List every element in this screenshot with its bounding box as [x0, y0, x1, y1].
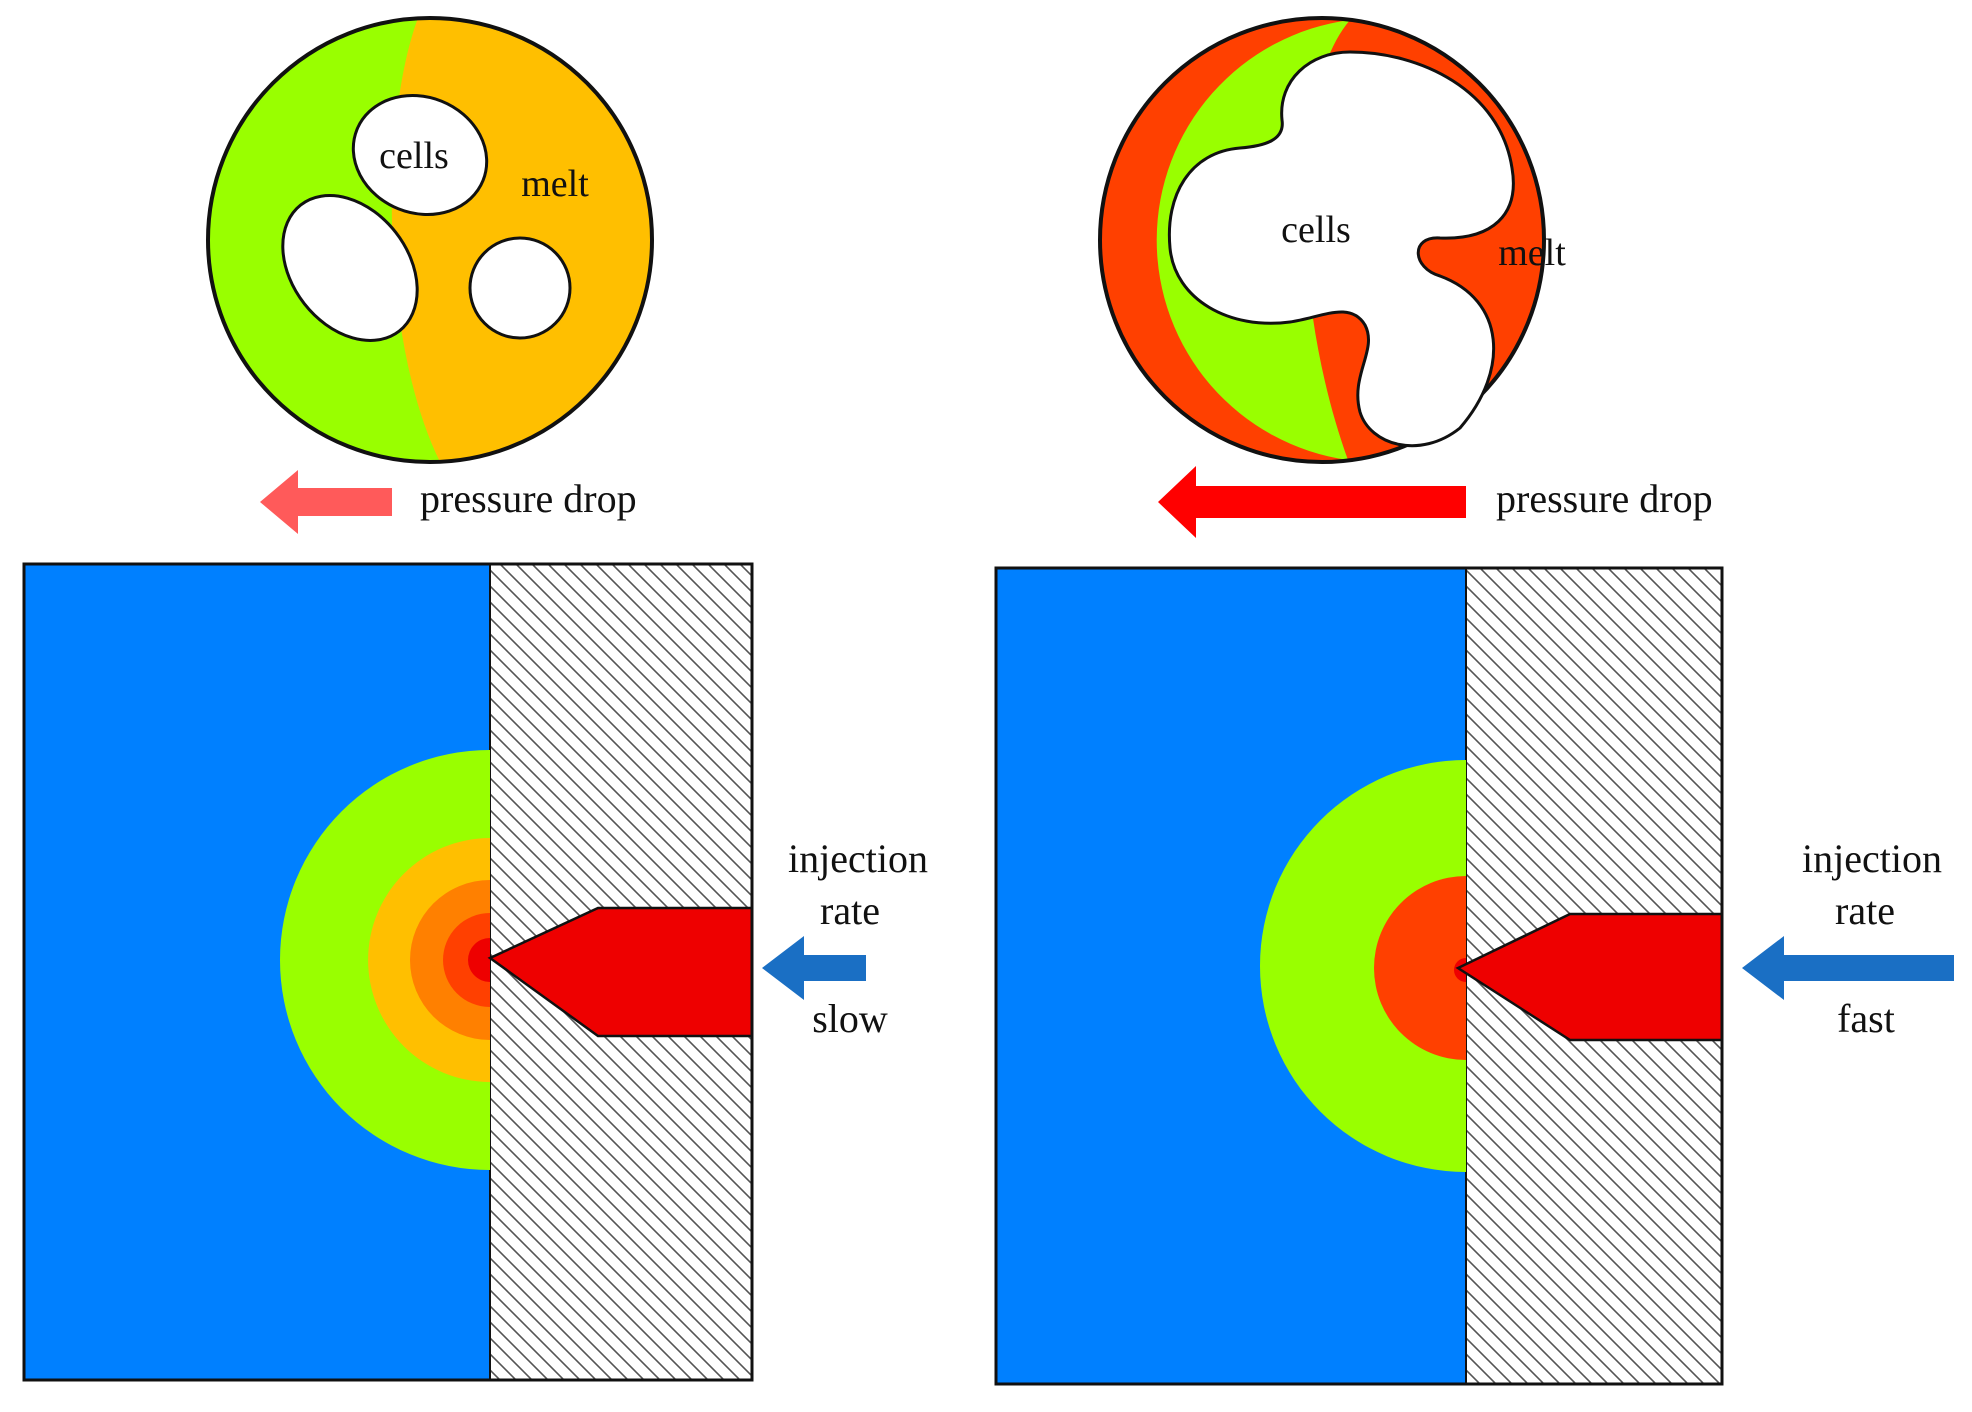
- injection-label-fast-line1: injection: [1802, 836, 1942, 881]
- bubble-fast-cells-label: cells: [1281, 209, 1351, 251]
- injection-arrow-slow: [762, 936, 866, 1000]
- bubble-slow-outline: [206, 16, 654, 464]
- bubble-slow-cells-label: cells: [379, 135, 449, 177]
- injection-arrow-fast: [1742, 936, 1954, 1000]
- mold-fast: [994, 566, 1724, 1386]
- bubble-fast: cells melt: [1098, 16, 1566, 464]
- melt-front-redorange-slow: [443, 913, 490, 1007]
- slow-panel: cells melt pressure drop injection rate …: [22, 16, 928, 1382]
- bubble-slow-melt-label: melt: [521, 163, 589, 205]
- pressure-drop-label-slow: pressure drop: [420, 476, 637, 521]
- bubble-fast-outline: [1098, 16, 1546, 464]
- injection-label-slow-line1: injection: [788, 836, 928, 881]
- melt-front-core-slow: [468, 938, 490, 982]
- injection-speed-fast: fast: [1837, 996, 1895, 1041]
- pressure-drop-arrow-fast: [1158, 466, 1466, 538]
- pressure-drop-label-fast: pressure drop: [1496, 476, 1713, 521]
- mold-slow-outline: [22, 562, 754, 1382]
- injection-label-fast-line2: rate: [1835, 888, 1895, 933]
- bubble-slow-cell: [468, 236, 572, 340]
- melt-front-green-fast: [1260, 760, 1466, 1172]
- mold-fast-outline: [994, 566, 1724, 1386]
- injection-speed-slow: slow: [812, 996, 888, 1041]
- mold-slow: [22, 562, 754, 1382]
- bubble-slow-cell: [281, 194, 419, 342]
- pressure-drop-arrow-slow: [260, 470, 392, 534]
- fast-panel: cells melt pressure drop injection rate …: [994, 16, 1954, 1386]
- bubble-fast-merged-cells: [1167, 50, 1515, 448]
- bubble-slow: cells melt: [206, 16, 654, 464]
- bubble-slow-cell: [351, 93, 489, 217]
- bubble-fast-melt-label: melt: [1498, 232, 1566, 274]
- injection-label-slow-line2: rate: [820, 888, 880, 933]
- melt-front-redorange-fast: [1374, 876, 1466, 1060]
